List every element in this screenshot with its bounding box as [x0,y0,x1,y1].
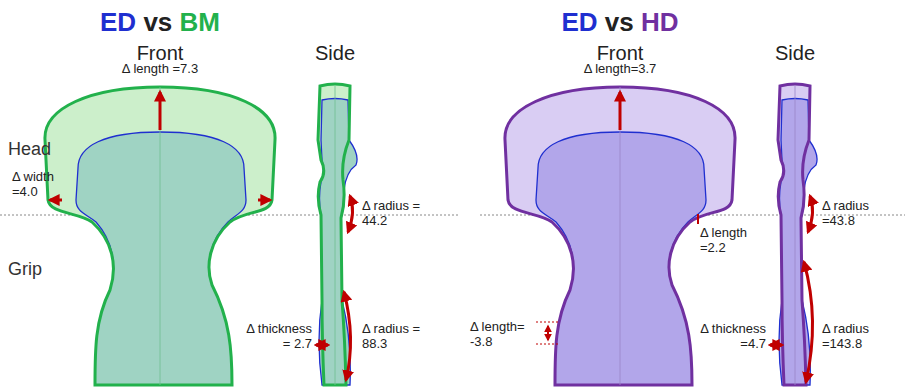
dimension-label: Δ length =7.3 [122,62,198,77]
panel-title: ED vs BM [100,8,220,38]
dimension-label: Δ radius =43.8 [822,199,884,229]
view-label: Side [315,42,355,65]
dimension-label: Δ radius = 88.3 [362,322,424,352]
dimension-label: Δ thickness = 2.7 [236,322,312,352]
dimension-label: Δ width =4.0 [12,170,66,200]
region-label: Head [8,139,51,160]
dimension-label: Δ length=3.7 [584,62,657,77]
dimension-label: Δ length =2.2 [700,226,756,256]
view-label: Side [775,42,815,65]
dimension-label: Δ radius =143.8 [822,322,892,352]
dimension-label: Δ length= -3.8 [470,320,528,350]
region-label: Grip [8,259,42,280]
dimension-label: Δ thickness =4.7 [690,322,766,352]
dimension-label: Δ radius = 44.2 [362,199,424,229]
panel-title: ED vs HD [561,8,678,38]
